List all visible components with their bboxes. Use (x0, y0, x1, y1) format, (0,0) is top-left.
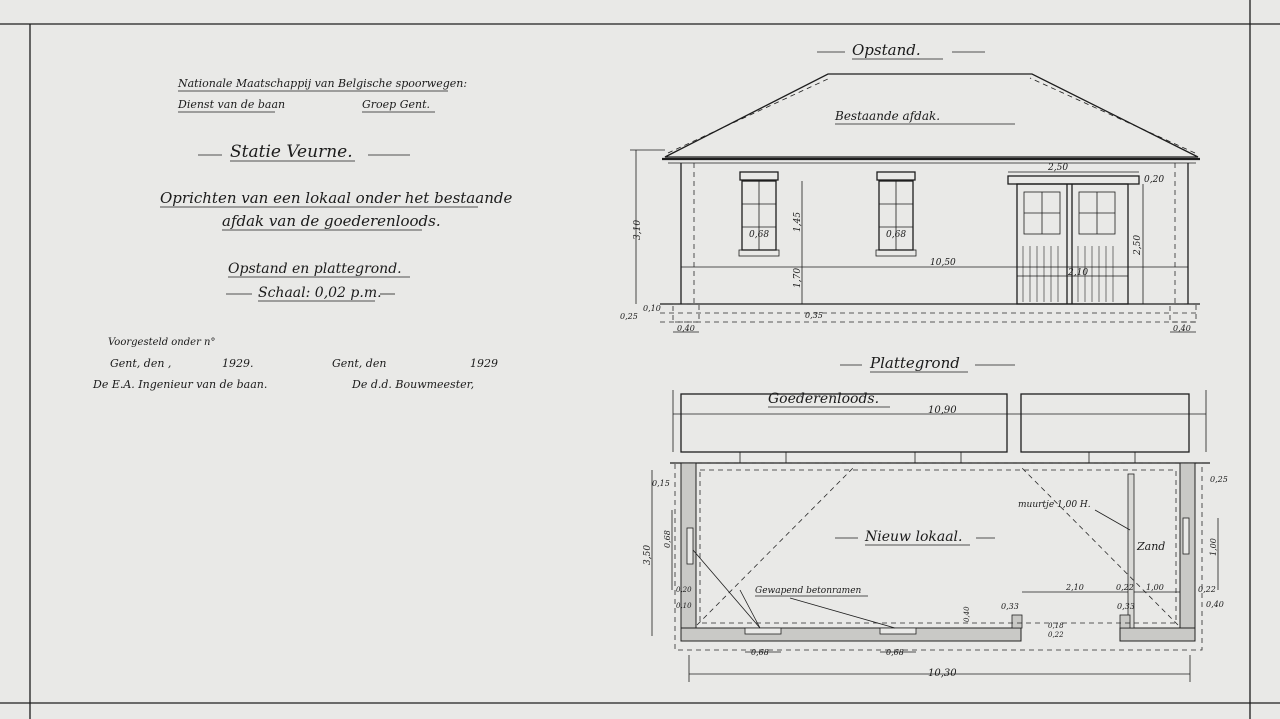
leader-line (692, 549, 761, 629)
left-year: 1929. (222, 357, 254, 370)
dim-door-height: 2,50 (1133, 235, 1143, 256)
right-year: 1929 (470, 357, 498, 370)
pillar (1088, 451, 1136, 464)
roof-label: Bestaande afdak. (834, 109, 940, 123)
dim-033b: 0,33 (1117, 602, 1135, 611)
leader-line (739, 589, 761, 629)
plan-length: 10,30 (928, 668, 957, 679)
dim-foot: 0,35 (805, 311, 823, 320)
room-label: Nieuw lokaal. (864, 529, 962, 545)
dim-350: 3,50 (643, 545, 653, 565)
dim-plinth-1: 0,10 (643, 304, 661, 313)
dim-sill-height: 1,70 (793, 268, 803, 288)
warehouse-label: Goederenloods. (768, 391, 879, 407)
dim-window-height: 1,45 (793, 212, 803, 232)
pillar (914, 451, 962, 464)
foundation-outline (674, 462, 1203, 651)
dim-068-b: 0,68 (886, 648, 904, 657)
right-place-date: Gent, den (332, 357, 386, 370)
dim-door-width: 2,50 (1047, 163, 1068, 173)
right-signer: De d.d. Bouwmeester, (351, 378, 474, 391)
elevation-title: Opstand. (852, 41, 921, 59)
dim-022c: 0,22 (1048, 631, 1064, 639)
roof-projection (1019, 465, 1179, 626)
left-signer: De E.A. Ingenieur van de baan. (92, 378, 267, 391)
dim-100b: 1,00 (1146, 583, 1164, 592)
dim-height-total: 3,10 (633, 220, 643, 240)
foundation-right (1169, 303, 1197, 323)
company-name: Nationale Maatschappij van Belgische spo… (177, 77, 467, 90)
plan-drawing: Plattegrond Goederenloods. 10,90 (643, 354, 1228, 682)
left-place-date: Gent, den , (110, 357, 171, 370)
double-door (1007, 175, 1140, 305)
warehouse-bay-left (680, 393, 1008, 453)
dim-door-top: 0,20 (1144, 175, 1164, 185)
frames-label: Gewapend betonramen (755, 586, 862, 596)
dim-foundation-left: 0,40 (677, 324, 695, 333)
dim-022a: 0,22 (1116, 583, 1134, 592)
group-name: Groep Gent. (362, 98, 430, 111)
dim-040a: 0,40 (963, 606, 971, 622)
new-room-walls (680, 462, 1196, 642)
plan-dimensions: 0,15 0,25 3,50 0,68 1,00 2,10 0,22 1,00 … (643, 470, 1228, 682)
dim-015: 0,15 (652, 479, 670, 488)
station-title: Statie Veurne. (230, 142, 353, 162)
dim-040b: 0,40 (1206, 600, 1224, 609)
window-middle (875, 171, 917, 257)
pillar (739, 451, 787, 464)
project-line-1: Oprichten van een lokaal onder het besta… (160, 189, 512, 207)
dim-window-width-1: 0,68 (749, 230, 769, 240)
foundation-left (672, 303, 700, 323)
warehouse-bay-right (1020, 393, 1190, 453)
dim-020: 0,20 (676, 586, 692, 594)
scale-text: Schaal: 0,02 p.m. (258, 285, 382, 301)
window-left (738, 171, 780, 257)
project-line-2: afdak van de goederenloods. (222, 212, 441, 230)
warehouse-length: 10,90 (928, 405, 957, 416)
roof-projection (696, 465, 856, 626)
roof-outline (664, 73, 1199, 158)
dim-foundation-right: 0,40 (1173, 324, 1191, 333)
drawing-type: Opstand en plattegrond. (228, 261, 402, 277)
proposed-text: Voorgesteld onder n° (108, 337, 215, 348)
title-block: Nationale Maatschappij van Belgische spo… (92, 77, 512, 391)
wall-note: muurtje 1,00 H. (1018, 500, 1091, 510)
dim-length: 10,50 (930, 258, 956, 268)
roof-hatch (1029, 77, 1196, 154)
dim-door-opening: 2,10 (1067, 268, 1088, 278)
leader-line (1094, 509, 1131, 531)
dim-033a: 0,33 (1001, 602, 1019, 611)
service-name: Dienst van de baan (177, 98, 285, 111)
elevation-drawing: Opstand. Bestaande afdak. (620, 41, 1200, 333)
dim-068-a: 0,68 (751, 648, 769, 657)
sand-label: Zand (1136, 540, 1165, 553)
dim-025: 0,25 (1210, 475, 1228, 484)
dim-plinth-2: 0,25 (620, 312, 638, 321)
inner-outline (699, 469, 1177, 624)
roof-hatch (667, 77, 831, 154)
dim-210: 2,10 (1065, 583, 1084, 592)
plan-title: Plattegrond (869, 354, 960, 372)
leader-line (789, 597, 896, 629)
dim-018: 0,18 (1048, 622, 1064, 630)
dim-window-width-2: 0,68 (886, 230, 906, 240)
dim-100: 1,00 (1209, 538, 1218, 556)
dim-022b: 0,22 (1198, 585, 1216, 594)
elevation-dimensions: 3,10 2,50 0,20 2,50 1,45 0,68 0,68 1,70 … (620, 149, 1196, 333)
dim-010: 0,10 (676, 602, 692, 610)
dim-068-side: 0,68 (663, 530, 672, 548)
